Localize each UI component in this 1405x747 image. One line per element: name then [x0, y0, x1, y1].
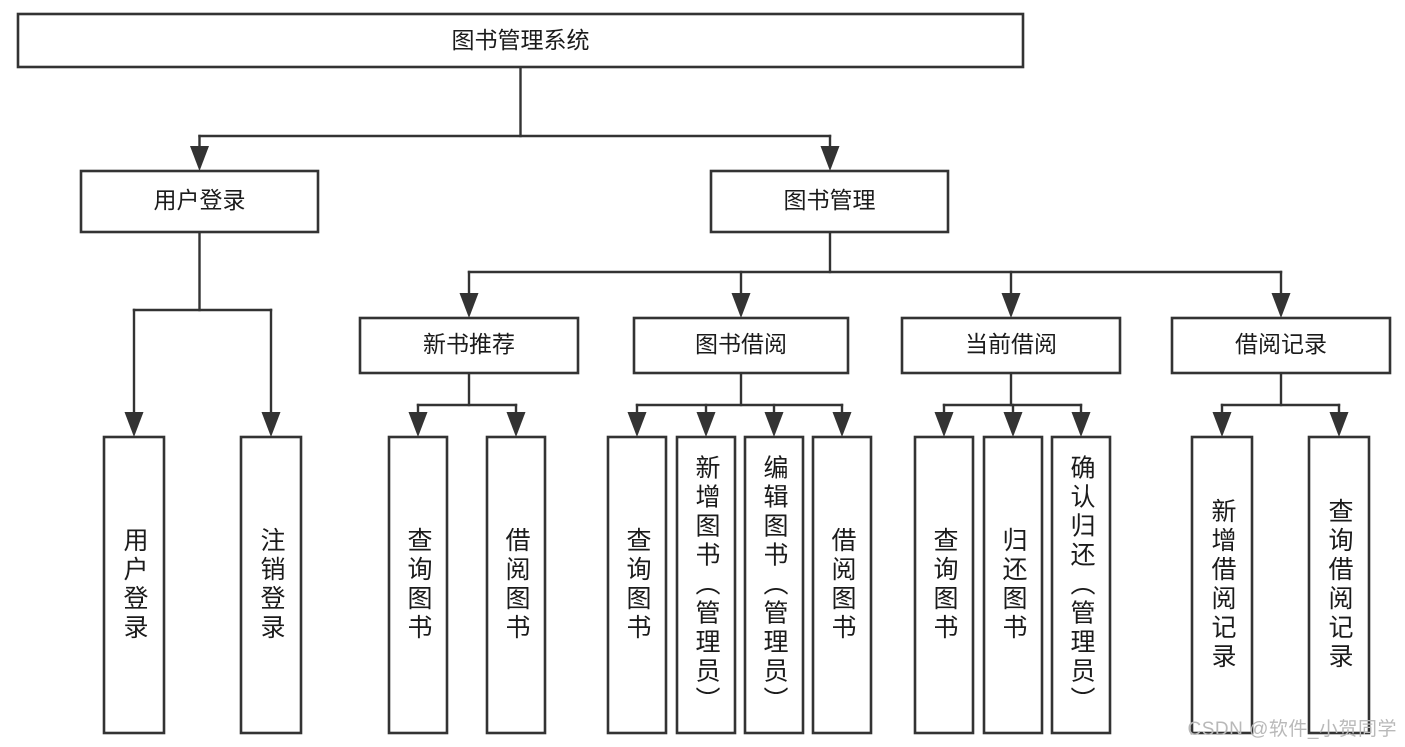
node-current-borrow-label: 当前借阅	[965, 331, 1057, 357]
connector-group-root	[190, 65, 840, 171]
node-leaf-logout[interactable]: 注销登录	[239, 435, 303, 735]
node-leaf-query-book-1-label: 查询图书	[404, 527, 433, 643]
node-leaf-query-book-2[interactable]: 查询图书	[606, 435, 668, 735]
node-leaf-borrow-book-1[interactable]: 借阅图书	[485, 435, 547, 735]
node-leaf-query-book-3-rect[interactable]	[913, 435, 975, 735]
arrow-head-user-login	[190, 146, 209, 171]
node-leaf-confirm-return[interactable]: 确认归还（管理员）	[1050, 435, 1112, 735]
arrow-head-borrow-record	[1271, 293, 1291, 318]
connector-group-borrow-record	[1212, 371, 1349, 437]
node-leaf-query-book-3[interactable]: 查询图书	[913, 435, 975, 735]
csdn-watermark: CSDN @软件_小贺同学	[1187, 719, 1397, 740]
node-leaf-edit-book-rect[interactable]	[743, 435, 805, 735]
arrow-head-leaf-borrow-book-1	[506, 412, 526, 437]
node-book-manage-rect[interactable]	[709, 169, 950, 234]
node-leaf-add-book-label: 新增图书（管理员）	[692, 455, 721, 716]
node-leaf-query-record-rect[interactable]	[1307, 435, 1371, 735]
node-leaf-user-login-rect[interactable]	[102, 435, 166, 735]
node-user-login-label: 用户登录	[154, 187, 246, 213]
node-root-rect[interactable]	[16, 12, 1025, 69]
arrow-head-leaf-query-book-2	[627, 412, 647, 437]
node-leaf-edit-book-label: 编辑图书（管理员）	[760, 455, 789, 716]
node-leaf-borrow-book-2-rect[interactable]	[811, 435, 873, 735]
node-leaf-add-book[interactable]: 新增图书（管理员）	[675, 435, 737, 735]
node-leaf-confirm-return-rect[interactable]	[1050, 435, 1112, 735]
arrow-head-new-book-rec	[459, 293, 479, 318]
node-root[interactable]: 图书管理系统	[16, 12, 1025, 69]
node-leaf-query-book-2-label: 查询图书	[623, 527, 652, 643]
node-leaf-query-record-label: 查询借阅记录	[1325, 498, 1354, 672]
node-borrow-record-rect[interactable]	[1170, 316, 1392, 375]
node-book-manage[interactable]: 图书管理	[709, 169, 950, 234]
connector-group-new-book-rec	[408, 371, 526, 437]
connector-group-book-borrow	[627, 371, 852, 437]
node-leaf-borrow-book-1-rect[interactable]	[485, 435, 547, 735]
arrow-head-leaf-query-book-1	[408, 412, 428, 437]
node-leaf-query-book-3-label: 查询图书	[930, 527, 959, 643]
node-leaf-borrow-book-1-label: 借阅图书	[502, 527, 531, 643]
node-book-borrow-rect[interactable]	[632, 316, 850, 375]
node-book-borrow-label: 图书借阅	[695, 331, 787, 357]
arrow-head-leaf-edit-book	[764, 412, 784, 437]
node-leaf-borrow-book-2-label: 借阅图书	[828, 527, 857, 643]
node-leaf-return-book-label: 归还图书	[999, 527, 1028, 643]
arrow-head-leaf-query-record	[1329, 412, 1349, 437]
node-book-manage-label: 图书管理	[784, 187, 876, 213]
node-borrow-record-label: 借阅记录	[1235, 331, 1327, 357]
node-leaf-borrow-book-2[interactable]: 借阅图书	[811, 435, 873, 735]
arrow-head-leaf-add-record	[1212, 412, 1232, 437]
arrow-head-leaf-return-book	[1003, 412, 1023, 437]
node-leaf-add-book-rect[interactable]	[675, 435, 737, 735]
node-leaf-query-book-1[interactable]: 查询图书	[387, 435, 449, 735]
arrow-head-leaf-add-book	[696, 412, 716, 437]
node-user-login-rect[interactable]	[79, 169, 320, 234]
node-leaf-query-record[interactable]: 查询借阅记录	[1307, 435, 1371, 735]
arrow-head-leaf-borrow-book-2	[832, 412, 852, 437]
node-leaf-confirm-return-label: 确认归还（管理员）	[1067, 455, 1096, 716]
arrow-head-leaf-confirm-return	[1071, 412, 1091, 437]
arrow-head-current-borrow	[1001, 293, 1021, 318]
node-leaf-add-record-rect[interactable]	[1190, 435, 1254, 735]
node-book-borrow[interactable]: 图书借阅	[632, 316, 850, 375]
node-leaf-logout-label: 注销登录	[257, 527, 286, 643]
node-leaf-edit-book[interactable]: 编辑图书（管理员）	[743, 435, 805, 735]
node-leaf-return-book-rect[interactable]	[982, 435, 1044, 735]
arrow-head-book-borrow	[731, 293, 751, 318]
node-new-book-rec-label: 新书推荐	[423, 331, 515, 357]
connector-group-user-login	[124, 230, 281, 437]
node-borrow-record[interactable]: 借阅记录	[1170, 316, 1392, 375]
node-user-login[interactable]: 用户登录	[79, 169, 320, 234]
arrow-head-book-manage	[820, 146, 840, 171]
node-current-borrow-rect[interactable]	[900, 316, 1122, 375]
node-root-label: 图书管理系统	[452, 27, 590, 53]
node-leaf-add-record[interactable]: 新增借阅记录	[1190, 435, 1254, 735]
node-leaf-logout-rect[interactable]	[239, 435, 303, 735]
node-new-book-rec-rect[interactable]	[358, 316, 580, 375]
node-leaf-add-record-label: 新增借阅记录	[1208, 498, 1237, 672]
node-leaf-return-book[interactable]: 归还图书	[982, 435, 1044, 735]
connector-group-current-borrow	[934, 371, 1091, 437]
node-leaf-user-login-label: 用户登录	[120, 527, 149, 643]
arrow-head-leaf-logout	[261, 412, 281, 437]
node-current-borrow[interactable]: 当前借阅	[900, 316, 1122, 375]
connector-group-book-manage	[459, 230, 1291, 318]
node-leaf-query-book-1-rect[interactable]	[387, 435, 449, 735]
node-leaf-query-book-2-rect[interactable]	[606, 435, 668, 735]
node-new-book-rec[interactable]: 新书推荐	[358, 316, 580, 375]
arrow-head-leaf-user-login	[124, 412, 144, 437]
arrow-head-leaf-query-book-3	[934, 412, 954, 437]
node-leaf-user-login[interactable]: 用户登录	[102, 435, 166, 735]
